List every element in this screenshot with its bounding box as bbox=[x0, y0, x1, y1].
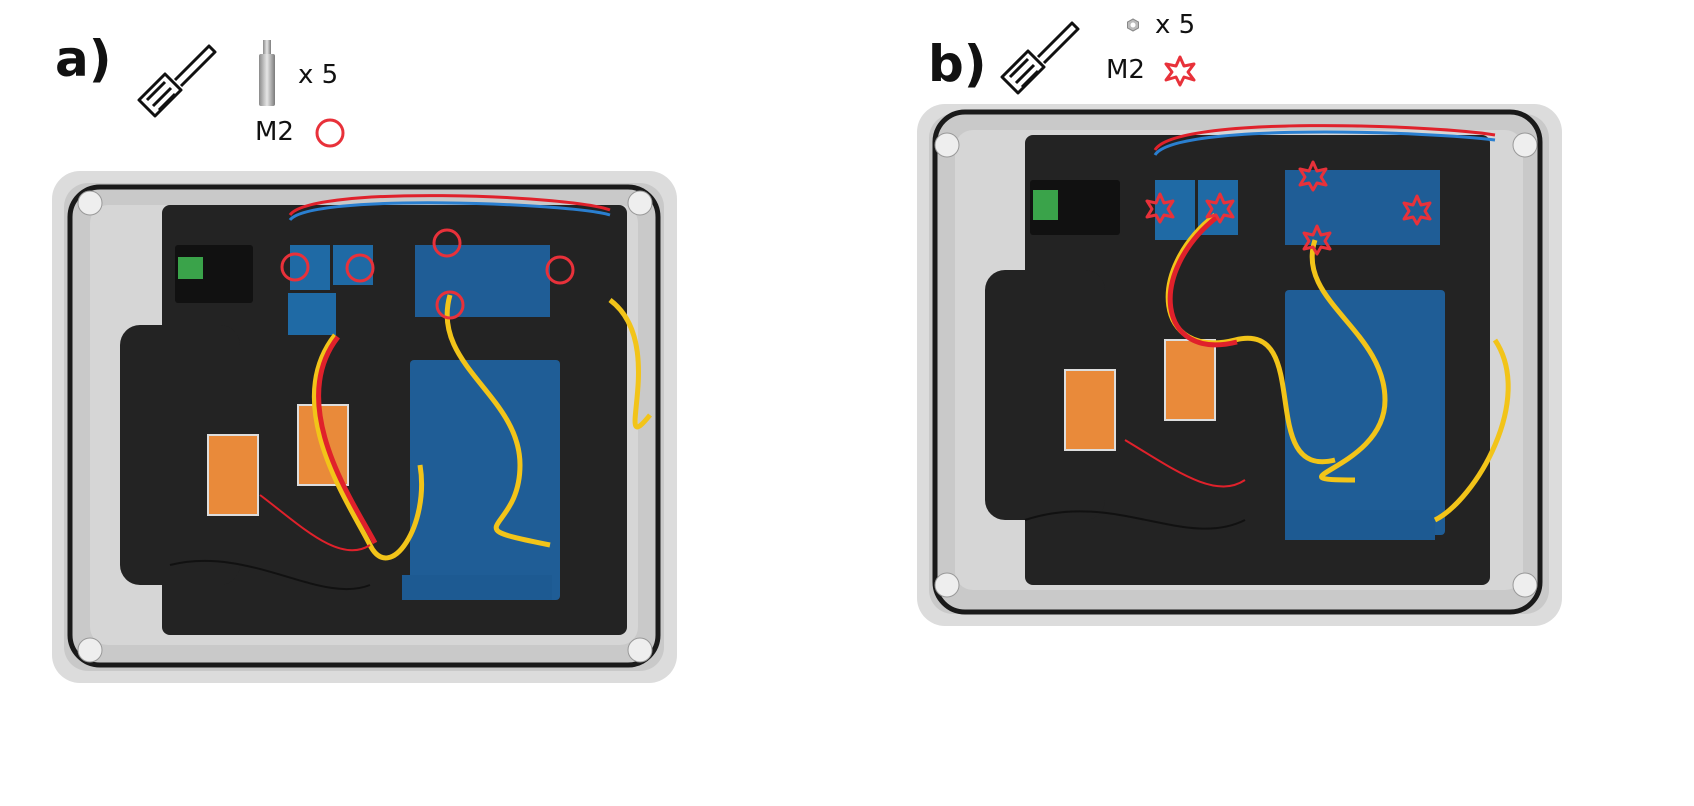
quantity-label-a: x 5 bbox=[298, 60, 339, 90]
screw-size-label-a: M2 bbox=[255, 117, 294, 147]
screw-size-label-b: M2 bbox=[1106, 55, 1145, 85]
enclosure-photo-b bbox=[917, 104, 1562, 626]
enclosure-photo-a bbox=[52, 171, 677, 683]
quantity-label-b: x 5 bbox=[1155, 10, 1196, 40]
screwdriver-icon bbox=[1000, 21, 1080, 95]
nut-icon bbox=[1127, 18, 1139, 32]
star-marker-icon bbox=[1164, 55, 1196, 87]
standoff-icon bbox=[259, 40, 275, 106]
step-label-b: b) bbox=[928, 35, 987, 93]
step-label-a: a) bbox=[55, 30, 112, 88]
screwdriver-icon bbox=[137, 44, 217, 118]
circle-marker-icon bbox=[315, 118, 345, 148]
